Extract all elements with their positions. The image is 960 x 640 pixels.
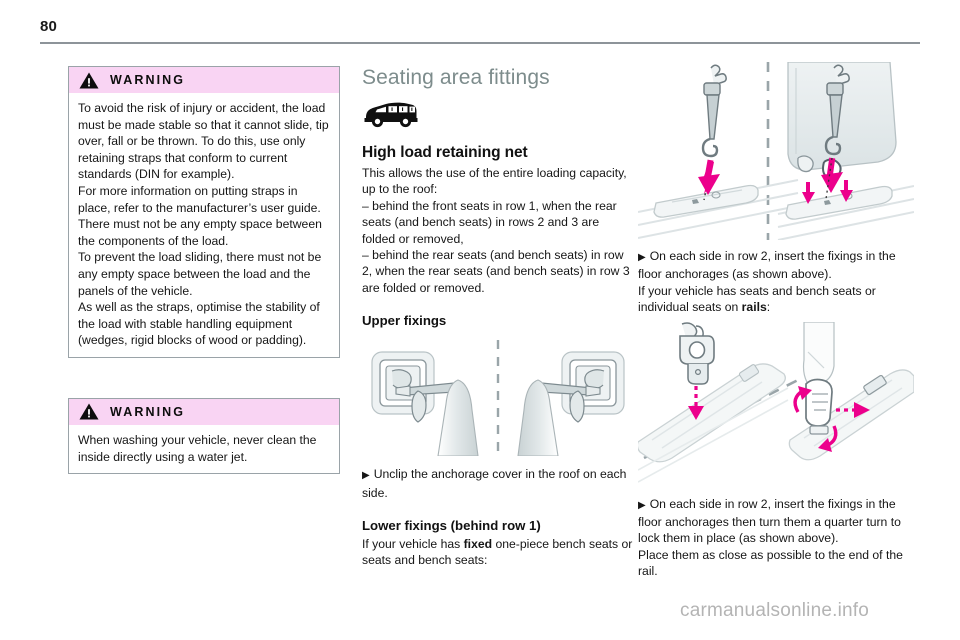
rails-note: If your vehicle has seats and bench seat… — [638, 283, 914, 316]
right-rail-group — [788, 321, 914, 461]
right-panel — [777, 62, 914, 240]
bullet-item: – behind the front seats in row 1, when … — [362, 198, 617, 246]
right-fixing-group — [517, 351, 625, 457]
middle-column: Seating area fittings High load retainin… — [362, 66, 634, 569]
heading-lower-fixings: Lower fixings (behind row 1) — [362, 518, 541, 534]
strap-hook — [701, 64, 727, 158]
page-title: Seating area fittings — [362, 66, 550, 89]
warning-title: WARNING — [110, 73, 186, 87]
warning-header: WARNING — [69, 398, 339, 425]
rail-end-note: Place them as close as possible to the e… — [638, 547, 903, 579]
lower-fixings-paragraph: If your vehicle has fixed one-piece benc… — [362, 536, 634, 569]
warning-triangle-icon — [79, 403, 99, 420]
site-watermark: carmanualsonline.info — [680, 600, 870, 621]
header-divider — [40, 42, 920, 44]
floor-anchorage-hook-illustration — [638, 62, 914, 240]
left-fixing-group — [371, 351, 479, 457]
action-text: On each side in row 2, insert the fixing… — [638, 249, 896, 282]
bullet-item: – behind the rear seats (and bench seats… — [362, 248, 630, 295]
page-number: 80 — [40, 18, 58, 35]
action-arrow-icon: ▶ — [638, 252, 646, 263]
inserted-fixing — [805, 378, 833, 435]
text-prefix: If your vehicle has — [362, 537, 464, 552]
text-emphasis: fixed — [463, 537, 493, 552]
roof-anchorage-cover-illustration — [371, 340, 625, 457]
strap-hook — [824, 64, 850, 156]
warning-body: To avoid the risk of injury or accident,… — [69, 93, 339, 357]
left-column: WARNING To avoid the risk of injury or a… — [68, 66, 340, 514]
warning-header: WARNING — [69, 67, 339, 93]
intro-paragraph: This allows the use of the entire loadin… — [362, 166, 627, 197]
quarter-turn-arrows — [793, 385, 870, 452]
action-text: On each side in row 2, insert the fixing… — [638, 496, 901, 546]
action-unclip-anchorage: ▶Unclip the anchorage cover in the roof … — [362, 466, 634, 501]
warning-text: To avoid the risk of injury or accident,… — [78, 101, 329, 348]
text-emphasis: rails — [741, 300, 767, 315]
warning-box-water-jet: WARNING When washing your vehicle, never… — [68, 397, 340, 475]
left-panel — [638, 64, 799, 239]
warning-box-load-stability: WARNING To avoid the risk of injury or a… — [68, 66, 340, 358]
action-quarter-turn-lock: ▶On each side in row 2, insert the fixin… — [638, 496, 914, 547]
action-arrow-icon: ▶ — [638, 499, 646, 511]
text-suffix: : — [766, 300, 771, 315]
heading-upper-fixings: Upper fixings — [362, 313, 447, 329]
van-side-view-icon — [364, 102, 418, 128]
text-prefix: If your vehicle has seats and bench seat… — [638, 283, 876, 315]
text-suffix: one-piece bench seats or seats and bench… — [362, 537, 633, 568]
action-insert-fixings-row2: ▶On each side in row 2, insert the fixin… — [638, 248, 914, 283]
warning-triangle-icon — [79, 72, 99, 88]
rail-fixing-clip — [679, 321, 715, 385]
warning-title: WARNING — [110, 404, 186, 419]
right-column: ▶On each side in row 2, insert the fixin… — [638, 62, 914, 580]
left-rail-group — [638, 321, 789, 483]
heading-high-load-retaining-net: High load retaining net — [362, 144, 528, 161]
rail-fixing-quarter-turn-illustration — [638, 321, 914, 483]
action-text: Unclip the anchorage cover in the roof o… — [362, 467, 627, 500]
action-arrow-icon: ▶ — [362, 470, 370, 482]
insert-arrows — [802, 157, 853, 204]
warning-body: When washing your vehicle, never clean t… — [69, 425, 339, 473]
warning-text: When washing your vehicle, never clean t… — [78, 432, 317, 464]
